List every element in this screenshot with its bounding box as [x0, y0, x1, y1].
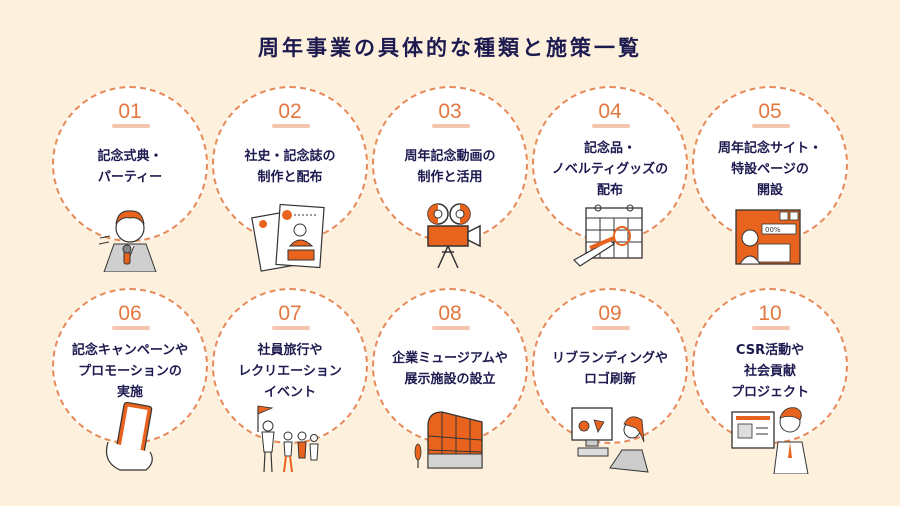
item-number: 05 — [758, 100, 782, 123]
item-02: 02 社史・記念誌の 制作と配布 — [212, 86, 368, 272]
item-label: 記念キャンペーンや プロモーションの 実施 — [71, 343, 189, 400]
item-09: 09 リブランディングや ロゴ刷新 — [532, 288, 688, 473]
item-number: 09 — [598, 302, 622, 325]
smartphone-in-hand-icon — [105, 402, 153, 471]
website-window-icon: 00% — [735, 209, 801, 265]
number-brush-underline — [752, 124, 790, 128]
item-label: 社史・記念誌の 制作と配布 — [244, 149, 336, 185]
number-brush-underline — [112, 124, 150, 128]
presenter-with-board-icon — [731, 407, 809, 474]
item-label: 記念式典・ パーティー — [97, 149, 163, 185]
video-camera-icon — [427, 203, 481, 269]
number-brush-underline — [432, 326, 470, 330]
designer-at-computer-icon — [571, 407, 649, 473]
item-03: 03 周年記念動画の 制作と活用 — [372, 86, 528, 269]
booklet-icon — [251, 203, 325, 272]
item-07: 07 社員旅行や レクリエーション イベント — [212, 288, 368, 473]
item-number: 02 — [278, 100, 302, 123]
item-number: 10 — [758, 302, 782, 325]
number-brush-underline — [272, 124, 310, 128]
number-brush-underline — [272, 326, 310, 330]
item-number: 03 — [438, 100, 462, 123]
calendar-with-pen-icon — [573, 204, 643, 267]
item-number: 07 — [278, 302, 302, 325]
group-tour-icon — [257, 405, 319, 473]
number-brush-underline — [592, 124, 630, 128]
item-label: CSR活動や 社会貢献 プロジェクト — [730, 343, 809, 400]
item-label: 周年記念サイト・ 特設ページの 開設 — [717, 141, 822, 198]
item-05: 05 周年記念サイト・ 特設ページの 開設 00% — [692, 86, 848, 265]
item-label: 周年記念動画の 制作と活用 — [404, 149, 496, 185]
number-brush-underline — [752, 326, 790, 330]
item-04: 04 記念品・ ノベルティグッズの 配布 — [532, 86, 688, 267]
item-06: 06 記念キャンペーンや プロモーションの 実施 — [52, 288, 208, 471]
number-brush-underline — [112, 326, 150, 330]
item-number: 08 — [438, 302, 462, 325]
item-number: 04 — [598, 100, 622, 123]
page-title: 周年事業の具体的な種類と施策一覧 — [258, 36, 642, 60]
item-label: 社員旅行や レクリエーション イベント — [238, 343, 342, 400]
item-08: 08 企業ミュージアムや 展示施設の設立 — [372, 288, 528, 469]
building-icon — [414, 411, 483, 469]
item-label: 企業ミュージアムや 展示施設の設立 — [392, 351, 508, 387]
svg-text:00%: 00% — [765, 226, 781, 234]
dashed-circle — [212, 288, 368, 444]
speaker-with-microphone-icon — [98, 210, 157, 272]
item-number: 06 — [118, 302, 142, 325]
number-brush-underline — [432, 124, 470, 128]
item-label: リブランディングや ロゴ刷新 — [551, 351, 669, 387]
number-brush-underline — [592, 326, 630, 330]
item-01: 01 記念式典・ パーティー — [52, 86, 208, 272]
item-label: 記念品・ ノベルティグッズの 配布 — [551, 141, 669, 198]
item-10: 10 CSR活動や 社会貢献 プロジェクト — [692, 288, 848, 474]
item-number: 01 — [118, 100, 142, 123]
